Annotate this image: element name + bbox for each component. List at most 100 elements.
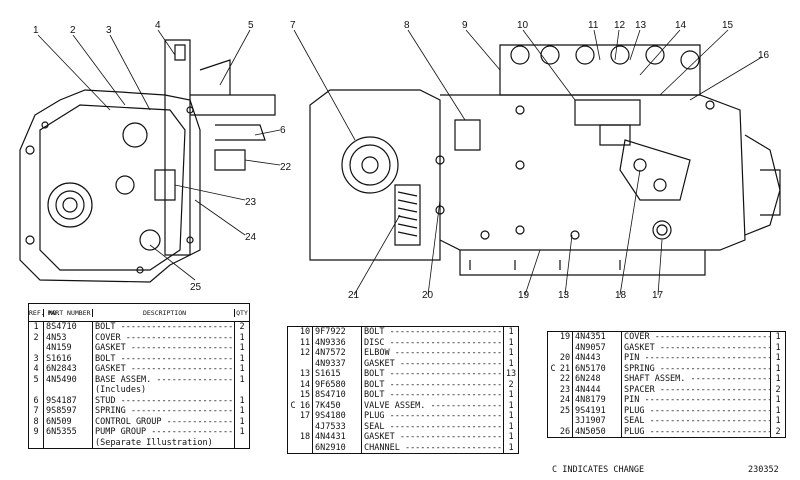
description: GASKET — [93, 364, 235, 375]
quantity: 13 — [505, 369, 517, 379]
description-text: STUD — [95, 396, 234, 406]
description-text: GASKET — [95, 364, 234, 374]
description-text: BASE ASSEM. — [95, 375, 234, 385]
quantity: 2 — [508, 379, 514, 390]
ref-number: 22 — [558, 374, 573, 385]
part-number: 6N2910 — [313, 442, 362, 453]
table-row: 194N4351COVER1 — [548, 332, 785, 343]
description-text: GASKET — [624, 343, 770, 353]
quantity: 1 — [508, 358, 514, 369]
part-number: 9S4180 — [313, 411, 362, 422]
callout-11: 11 — [588, 20, 599, 31]
callout-8: 8 — [404, 20, 410, 31]
description: PLUG — [622, 405, 771, 416]
description: GASKET — [622, 342, 771, 353]
description: GASKET — [362, 358, 504, 369]
table-row: 179S4180PLUG1 — [288, 411, 518, 422]
change-marker — [288, 422, 298, 433]
quantity: 1 — [239, 416, 245, 427]
table-body: 194N4351COVER14N9057GASKET1204N443PIN1C2… — [548, 332, 785, 437]
table-row: 3J1907SEAL1 — [548, 416, 785, 427]
quantity: 1 — [508, 348, 514, 358]
part-number: 4N4351 — [573, 332, 622, 343]
part-number: 4N9336 — [313, 337, 362, 348]
ref-number — [558, 416, 573, 427]
table-row: 124N7572ELBOW1 — [288, 348, 518, 359]
description: BOLT — [362, 379, 504, 390]
ref-number: 10 — [298, 327, 313, 338]
description: BOLT — [362, 390, 504, 401]
ref-number: 21 — [558, 363, 573, 374]
ref-number: 16 — [298, 400, 313, 411]
description-text: CHANNEL — [364, 443, 503, 453]
quantity: 1 — [239, 374, 245, 385]
description-text: BOLT — [364, 380, 503, 390]
change-marker — [548, 332, 558, 343]
description-text: PLUG — [624, 406, 770, 416]
callout-7: 7 — [290, 20, 296, 31]
quantity: 1 — [775, 363, 781, 374]
table-row: 259S4191PLUG1 — [548, 405, 785, 417]
ref-number: 8 — [29, 416, 44, 427]
callout-5: 5 — [248, 20, 254, 31]
callout-20: 20 — [422, 290, 434, 300]
quantity: 1 — [775, 395, 781, 405]
description-text: PIN — [624, 395, 770, 405]
callout-21: 21 — [348, 290, 360, 300]
description: PIN — [622, 395, 771, 406]
ref-number: 17 — [298, 411, 313, 422]
description: BASE ASSEM. — [93, 374, 235, 385]
description-text: BOLT — [95, 354, 234, 364]
callout-15: 15 — [722, 20, 734, 31]
callout-12: 12 — [614, 20, 626, 31]
description: BOLT — [93, 353, 235, 364]
ref-number: 4 — [29, 364, 44, 375]
header-part: PART NUMBER — [44, 308, 93, 317]
drawing-number: 230352 — [748, 465, 779, 475]
description: DISC — [362, 337, 504, 348]
ref-number: 6 — [29, 395, 44, 406]
header-desc: DESCRIPTION — [93, 308, 235, 317]
description-text: SPRING — [95, 406, 234, 416]
part-number: 9S4191 — [573, 405, 622, 416]
ref-number: 3 — [29, 353, 44, 364]
change-marker — [548, 406, 558, 417]
ref-number: 15 — [298, 390, 313, 401]
quantity: 1 — [239, 427, 245, 437]
table-body: 18S4710BOLT224N53COVER14N159GASKET13S161… — [29, 322, 249, 448]
quantity: 1 — [239, 343, 245, 353]
ref-number: 14 — [298, 379, 313, 390]
ref-number: 2 — [29, 332, 44, 343]
description: STUD — [93, 395, 235, 406]
table-row: 234N444SPACER2 — [548, 384, 785, 395]
description: (Includes) — [93, 385, 235, 396]
quantity: 1 — [508, 337, 514, 348]
quantity: 1 — [775, 374, 781, 384]
callout-24: 24 — [245, 232, 257, 243]
description-text: ELBOW — [364, 348, 503, 358]
description: BOLT — [362, 327, 504, 338]
callout-2: 2 — [70, 25, 76, 36]
description-text: COVER — [95, 333, 234, 343]
quantity: 1 — [508, 442, 514, 453]
part-number: 4N5490 — [44, 374, 93, 385]
header-qty: QTY — [236, 308, 248, 317]
description-text: SPRING — [624, 364, 770, 374]
ref-number: 25 — [558, 405, 573, 416]
quantity — [235, 438, 249, 449]
table-row: 204N443PIN1 — [548, 353, 785, 364]
part-number — [44, 385, 93, 396]
change-marker: C — [550, 363, 556, 374]
quantity: 1 — [775, 342, 781, 353]
description: ELBOW — [362, 348, 504, 359]
description: PUMP GROUP — [93, 427, 235, 438]
part-number: 6N248 — [573, 374, 622, 385]
table-row: 24N53COVER1 — [29, 332, 249, 343]
description: CONTROL GROUP — [93, 416, 235, 427]
callout-14: 14 — [675, 20, 687, 31]
description-text: VALVE ASSEM. — [364, 401, 503, 411]
